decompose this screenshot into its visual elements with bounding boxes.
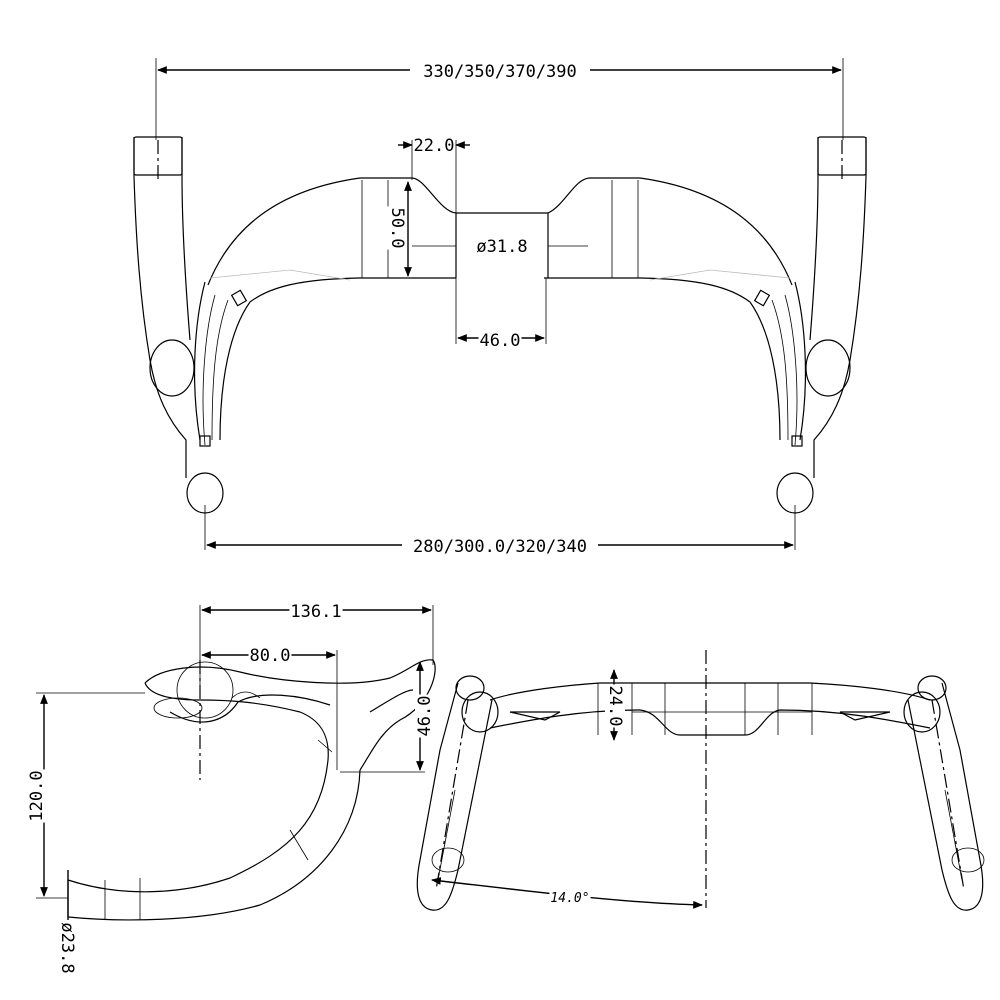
outer-width-label: 330/350/370/390 bbox=[423, 62, 577, 82]
side-rise-label: 46.0 bbox=[415, 696, 435, 737]
label-background bbox=[422, 62, 578, 82]
label-background bbox=[478, 331, 522, 351]
label-background bbox=[475, 237, 529, 257]
flare-angle-dimension: 14.0° bbox=[431, 877, 703, 909]
label-background bbox=[387, 206, 407, 250]
label-background bbox=[549, 891, 591, 906]
drop-dimension: 120.0 bbox=[27, 692, 145, 899]
label-background bbox=[412, 537, 588, 557]
top-length-dimension: 80.0 bbox=[201, 646, 338, 770]
reach-dimension: 136.1 bbox=[199, 602, 434, 690]
end-diameter-dimension: ø23.8 bbox=[57, 870, 77, 975]
rear-handlebar-body bbox=[416, 675, 985, 911]
rear-thickness-dimension: 24.0 bbox=[605, 669, 625, 741]
flare-angle-label: 14.0° bbox=[550, 891, 589, 906]
clamp-rise-label: 50.0 bbox=[387, 208, 407, 249]
side-view: 136.1 80.0 bbox=[27, 602, 436, 975]
clamp-section-dimension: 46.0 bbox=[455, 278, 547, 351]
label-background bbox=[248, 646, 292, 666]
label-background bbox=[57, 921, 77, 975]
side-rise-dimension: 46.0 bbox=[340, 661, 435, 773]
front-view: 330/350/370/390 bbox=[133, 58, 867, 557]
clamp-rise-dimension: 50.0 bbox=[387, 181, 412, 277]
top-length-label: 80.0 bbox=[250, 646, 291, 666]
clamp-section-label: 46.0 bbox=[480, 331, 521, 351]
side-handlebar-body bbox=[67, 659, 436, 921]
clamp-diameter-label: ø31.8 bbox=[476, 237, 527, 257]
label-background bbox=[415, 694, 435, 738]
reach-label: 136.1 bbox=[290, 602, 341, 622]
drop-width-dimension: 280/300.0/320/340 bbox=[204, 505, 796, 557]
clamp-width-label: 22.0 bbox=[414, 136, 455, 156]
rear-thickness-label: 24.0 bbox=[605, 686, 625, 727]
front-handlebar-body bbox=[133, 136, 867, 514]
label-background bbox=[289, 602, 343, 622]
drop-label: 120.0 bbox=[27, 770, 47, 821]
drop-width-label: 280/300.0/320/340 bbox=[413, 537, 587, 557]
rear-view: 24.0 14.0° bbox=[416, 650, 985, 911]
clamp-width-dimension: 22.0 bbox=[398, 136, 470, 213]
label-background bbox=[27, 769, 47, 823]
label-background bbox=[412, 136, 456, 156]
outer-width-dimension: 330/350/370/390 bbox=[155, 58, 844, 140]
end-diameter-label: ø23.8 bbox=[57, 922, 77, 973]
label-background bbox=[605, 684, 625, 728]
